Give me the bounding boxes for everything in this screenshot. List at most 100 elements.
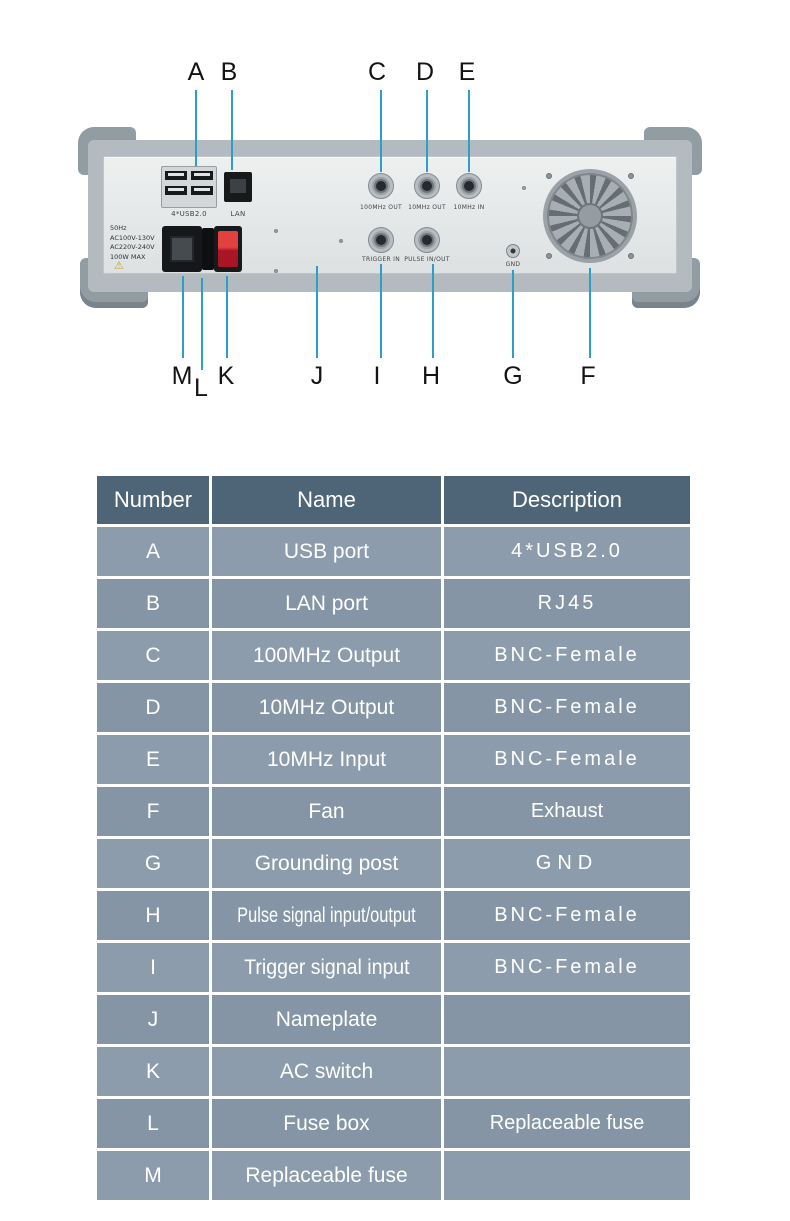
- bnc-label-pulse-in-out: PULSE IN/OUT: [404, 256, 450, 263]
- leader-line-h: [432, 264, 434, 358]
- table-row: J Nameplate: [97, 995, 693, 1044]
- spec-table-body: A USB port 4*USB2.0 B LAN port RJ45 C 10…: [97, 527, 693, 1200]
- row-description: Replaceable fuse: [444, 1099, 690, 1148]
- row-name: Grounding post: [212, 839, 441, 888]
- usb-port-icon: [191, 186, 213, 195]
- row-name: 10MHz Input: [212, 735, 441, 784]
- header-number: Number: [97, 476, 209, 524]
- leader-line-l: [201, 278, 203, 370]
- row-description: BNC-Female: [444, 943, 690, 992]
- row-number: G: [97, 839, 209, 888]
- row-name: USB port: [212, 527, 441, 576]
- callout-letter-m: M: [171, 362, 193, 390]
- screw-dot-icon: [274, 269, 278, 273]
- row-number: D: [97, 683, 209, 732]
- bnc-label-10mhz-in: 10MHz IN: [453, 204, 485, 211]
- usb-label: 4*USB2.0: [171, 210, 207, 218]
- bnc-trigger-in-icon: [368, 227, 394, 253]
- row-number: H: [97, 891, 209, 940]
- screw-icon: [546, 173, 552, 179]
- gnd-post-icon: [506, 244, 520, 258]
- table-row: F Fan Exhaust: [97, 787, 693, 836]
- callout-letter-i: I: [373, 362, 381, 390]
- screw-icon: [628, 173, 634, 179]
- row-name: Replaceable fuse: [212, 1151, 441, 1200]
- row-description: [444, 1047, 690, 1096]
- row-number: C: [97, 631, 209, 680]
- leader-line-k: [226, 276, 228, 358]
- power-line-4: 100W MAX: [110, 252, 146, 261]
- screw-dot-icon: [274, 229, 278, 233]
- row-description: BNC-Female: [444, 891, 690, 940]
- row-number: A: [97, 527, 209, 576]
- ac-switch: [214, 226, 242, 272]
- bnc-100mhz-out-icon: [368, 173, 394, 199]
- leader-line-m: [182, 276, 184, 358]
- power-line-1: 50Hz: [110, 224, 127, 232]
- callout-letter-e: E: [458, 58, 476, 86]
- row-name: Fuse box: [212, 1099, 441, 1148]
- spec-table-header: Number Name Description: [97, 476, 693, 524]
- row-name: 10MHz Output: [212, 683, 441, 732]
- screw-icon: [546, 253, 552, 259]
- row-number: E: [97, 735, 209, 784]
- table-row: D 10MHz Output BNC-Female: [97, 683, 693, 732]
- row-description: Exhaust: [444, 787, 690, 836]
- leader-line-a: [195, 90, 197, 166]
- callout-letter-j: J: [310, 362, 324, 390]
- callout-letter-c: C: [367, 58, 387, 86]
- leader-line-g: [512, 270, 514, 358]
- row-name: AC switch: [212, 1047, 441, 1096]
- rear-panel-diagram: A B C D E 4*USB2.0 LAN 50Hz AC100V-130V: [0, 0, 790, 460]
- callout-letter-f: F: [580, 362, 596, 390]
- leader-line-f: [589, 268, 591, 358]
- usb-port-icon: [165, 186, 187, 195]
- row-name: Trigger signal input: [212, 943, 441, 992]
- table-row: K AC switch: [97, 1047, 693, 1096]
- spec-table: Number Name Description A USB port 4*USB…: [97, 476, 693, 1200]
- lan-label: LAN: [230, 210, 246, 218]
- screw-icon: [628, 253, 634, 259]
- usb-port-icon: [191, 171, 213, 180]
- gnd-label: GND: [505, 261, 521, 268]
- row-description: BNC-Female: [444, 683, 690, 732]
- callout-letter-g: G: [503, 362, 523, 390]
- header-name: Name: [212, 476, 441, 524]
- callout-letter-h: H: [421, 362, 441, 390]
- leader-line-b: [231, 90, 233, 170]
- power-rating-text: 50Hz AC100V-130V AC220V-240V 100W MAX: [110, 224, 155, 262]
- ac-power-inlet: [162, 226, 202, 272]
- usb-port-icon: [165, 171, 187, 180]
- row-description: RJ45: [444, 579, 690, 628]
- fuse-box: [202, 228, 214, 270]
- warning-icon: ⚠: [114, 260, 124, 272]
- bnc-label-10mhz-out: 10MHz OUT: [408, 204, 446, 211]
- row-number: L: [97, 1099, 209, 1148]
- row-name: LAN port: [212, 579, 441, 628]
- row-number: M: [97, 1151, 209, 1200]
- bnc-10mhz-in-icon: [456, 173, 482, 199]
- callout-letter-b: B: [220, 58, 238, 86]
- row-description: BNC-Female: [444, 631, 690, 680]
- power-line-2: AC100V-130V: [110, 233, 155, 242]
- table-row: G Grounding post GND: [97, 839, 693, 888]
- leader-line-c: [380, 90, 382, 172]
- bnc-10mhz-out-icon: [414, 173, 440, 199]
- row-description: GND: [444, 839, 690, 888]
- table-row: E 10MHz Input BNC-Female: [97, 735, 693, 784]
- row-number: K: [97, 1047, 209, 1096]
- fan-icon: [543, 169, 637, 263]
- row-description: BNC-Female: [444, 735, 690, 784]
- leader-line-d: [426, 90, 428, 172]
- row-description: [444, 1151, 690, 1200]
- leader-line-i: [380, 264, 382, 358]
- callout-letter-d: D: [415, 58, 435, 86]
- screw-dot-icon: [339, 239, 343, 243]
- lan-port-icon: [224, 172, 252, 202]
- row-number: I: [97, 943, 209, 992]
- row-number: J: [97, 995, 209, 1044]
- bnc-label-100mhz-out: 100MHz OUT: [360, 204, 402, 211]
- bnc-label-trigger-in: TRIGGER IN: [361, 256, 401, 263]
- table-row: B LAN port RJ45: [97, 579, 693, 628]
